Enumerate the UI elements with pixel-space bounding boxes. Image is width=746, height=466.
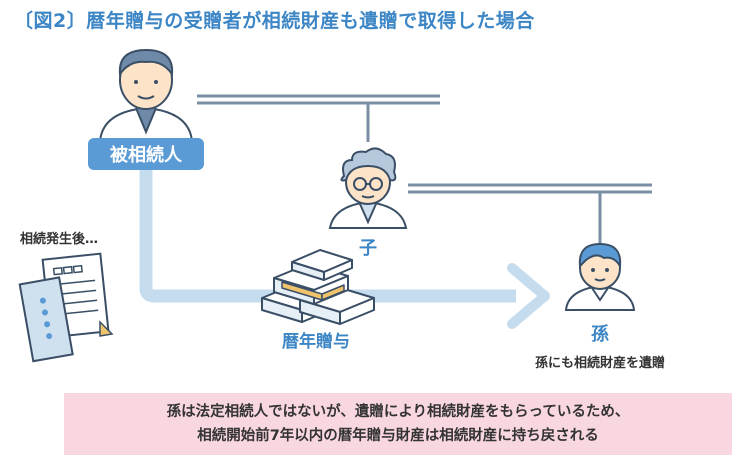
note-box: 孫は法定相続人ではないが、遺贈により相続財産をもらっているため、 相続開始前7年… — [64, 393, 732, 455]
child-label: 子 — [359, 238, 377, 259]
gift-arrow — [139, 168, 550, 329]
decedent-label: 被相続人 — [110, 144, 183, 166]
decedent-figure — [98, 48, 194, 143]
document-stack-icon — [18, 252, 114, 363]
money-stack-icon — [261, 249, 375, 325]
decedent-badge: 被相続人 — [88, 138, 204, 170]
grandchild-figure — [564, 242, 636, 311]
note-line-1: 孫は法定相続人ではないが、遺贈により相続財産をもらっているため、 — [166, 404, 630, 420]
bequest-note: 孫にも相続財産を遺贈 — [535, 355, 665, 371]
gift-label: 暦年贈与 — [282, 331, 350, 352]
after-inheritance-label: 相続発生後… — [20, 231, 98, 247]
child-figure — [328, 147, 408, 229]
page-title: 〔図2〕暦年贈与の受贈者が相続財産も遺贈で取得した場合 — [14, 10, 535, 32]
note-line-2: 相続開始前7年以内の暦年贈与財産は相続財産に持ち戻される — [197, 428, 599, 444]
family-lines — [197, 94, 652, 252]
grandchild-label: 孫 — [591, 323, 609, 345]
